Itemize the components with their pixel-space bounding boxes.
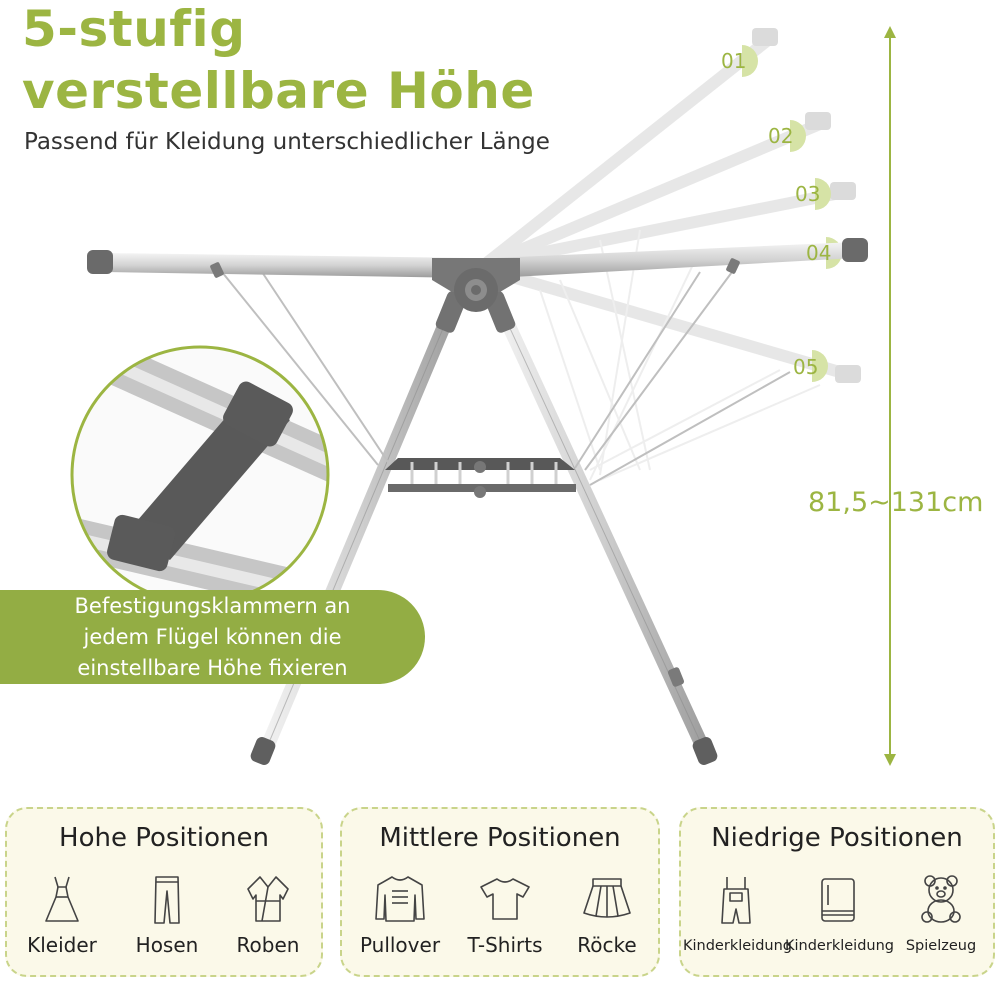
clamp-detail-zoom [70,345,330,605]
panel-title: Mittlere Positionen [379,823,621,853]
rack-shelf [385,458,576,498]
position-label-04: 04 [806,241,832,265]
item-label: Spielzeug [905,938,977,954]
item-label: Kinderkleidung [683,938,792,954]
position-label-05: 05 [793,355,819,379]
tshirt-icon [480,878,530,920]
item-robes: Roben [215,873,321,957]
item-label: Pullover [359,933,441,957]
item-dresses: Kleider [9,873,115,957]
item-label: Röcke [577,933,637,957]
item-childrens-clothing-1: Kinderkleidung [683,873,792,954]
robe-icon [247,876,289,922]
dress-icon [45,876,79,922]
rack-legs [250,291,718,765]
item-label: Hosen [135,933,199,957]
height-range-label: 81,5~131cm [808,487,984,518]
item-sweaters: Pullover [347,873,453,957]
teddy-bear-icon [921,875,961,923]
towel-icon [821,878,855,922]
position-label-03: 03 [795,182,821,206]
item-childrens-clothing-2: Kinderkleidung [785,873,894,954]
title-line-2: verstellbare Höhe [22,62,535,120]
title-line-1: 5-stufig [22,0,246,58]
ghost-wing-positions [482,28,861,481]
clamp-callout: Befestigungsklammern an jedem Flügel kön… [0,590,425,684]
panel-title: Niedrige Positionen [711,823,963,853]
panel-low-positions: Niedrige Positionen Kinderkleidung Kinde… [679,807,995,977]
position-label-02: 02 [768,124,794,148]
rack-arms [87,238,868,312]
item-label: Kleider [27,933,97,957]
item-label: T-Shirts [467,933,543,957]
panel-high-positions: Hohe Positionen Kleider Hosen [5,807,323,977]
trousers-icon [154,876,180,924]
item-toys: Spielzeug [888,873,994,954]
item-tshirts: T-Shirts [452,873,558,957]
item-label: Kinderkleidung [785,938,894,954]
sweater-icon [375,876,425,922]
position-label-01: 01 [721,49,747,73]
callout-line-3: einstellbare Höhe fixieren [77,655,348,680]
item-label: Roben [236,933,300,957]
overalls-icon [721,877,751,924]
item-trousers: Hosen [114,873,220,957]
callout-line-1: Befestigungsklammern an [74,593,351,618]
subtitle: Passend für Kleidung unterschiedlicher L… [24,129,550,155]
panel-middle-positions: Mittlere Positionen Pullover T-Shirts [340,807,660,977]
height-arrow [884,26,896,766]
panel-title: Hohe Positionen [59,823,269,853]
item-skirts: Röcke [554,873,660,957]
skirt-icon [583,878,631,918]
support-wires [221,267,791,486]
callout-line-2: jedem Flügel können die [83,624,342,649]
